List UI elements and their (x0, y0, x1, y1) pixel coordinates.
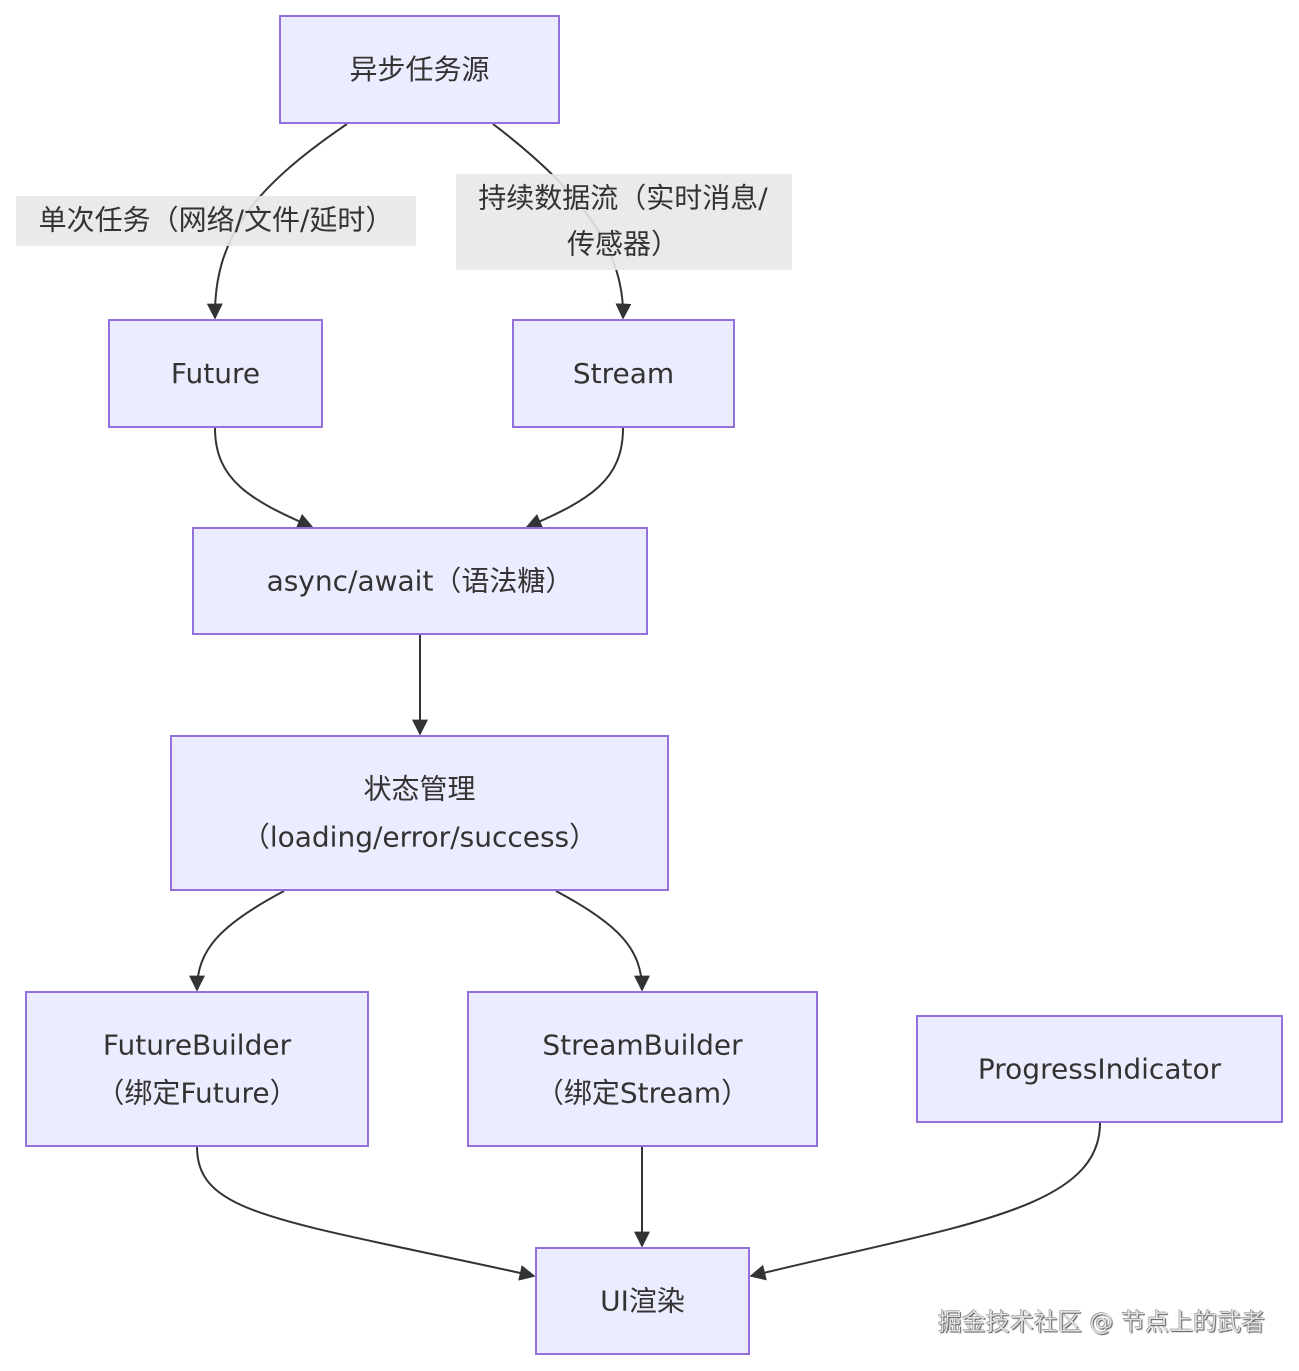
edge-stream-async (525, 427, 624, 529)
node-label: FutureBuilder (103, 1029, 292, 1062)
edge-progress-ui (749, 1122, 1101, 1281)
edge-label-text: 单次任务（网络/文件/延时） (39, 204, 394, 237)
node-label: ProgressIndicator (978, 1053, 1222, 1086)
node-box (916, 1015, 1283, 1123)
node-label: （绑定Future） (96, 1077, 297, 1110)
edge-label-source-future: 单次任务（网络/文件/延时） (16, 196, 416, 246)
watermark: 掘金技术社区 @ 节点上的武者 (937, 1308, 1265, 1336)
edge-future-async (214, 427, 314, 529)
node-async: async/await（语法糖） (192, 527, 648, 635)
edge-label-background (456, 174, 792, 270)
node-box (467, 991, 818, 1147)
node-label: （loading/error/success） (242, 821, 597, 854)
node-box (25, 991, 369, 1147)
node-label: StreamBuilder (542, 1029, 743, 1062)
node-futurebuilder: FutureBuilder （绑定Future） (25, 991, 369, 1147)
node-state: 状态管理 （loading/error/success） (170, 735, 669, 891)
edge-label-text: 持续数据流（实时消息/ (478, 182, 768, 215)
node-label: 状态管理 (363, 773, 475, 806)
edge-label-background (16, 196, 416, 246)
node-progress: ProgressIndicator (916, 1015, 1283, 1123)
edge-futurebuilder-ui (196, 1146, 536, 1281)
node-ui: UI渲染 (535, 1247, 750, 1355)
node-label: Future (171, 357, 260, 390)
node-box (512, 319, 735, 428)
node-future: Future (108, 319, 323, 428)
edge-state-streambuilder (555, 890, 650, 992)
node-box (192, 527, 648, 635)
node-label: 异步任务源 (349, 53, 489, 86)
edge-state-futurebuilder (189, 890, 285, 992)
node-label: （绑定Stream） (536, 1077, 749, 1110)
node-stream: Stream (512, 319, 735, 428)
node-label: async/await（语法糖） (267, 565, 574, 598)
node-box (535, 1247, 750, 1355)
node-box (170, 735, 669, 891)
edge-label-source-stream: 持续数据流（实时消息/传感器） (456, 174, 792, 270)
edge-label-text: 传感器） (567, 228, 679, 261)
node-label: UI渲染 (600, 1285, 685, 1318)
node-box (108, 319, 323, 428)
node-source: 异步任务源 (279, 15, 560, 124)
node-streambuilder: StreamBuilder （绑定Stream） (467, 991, 818, 1147)
node-box (279, 15, 560, 124)
node-label: Stream (573, 357, 674, 390)
